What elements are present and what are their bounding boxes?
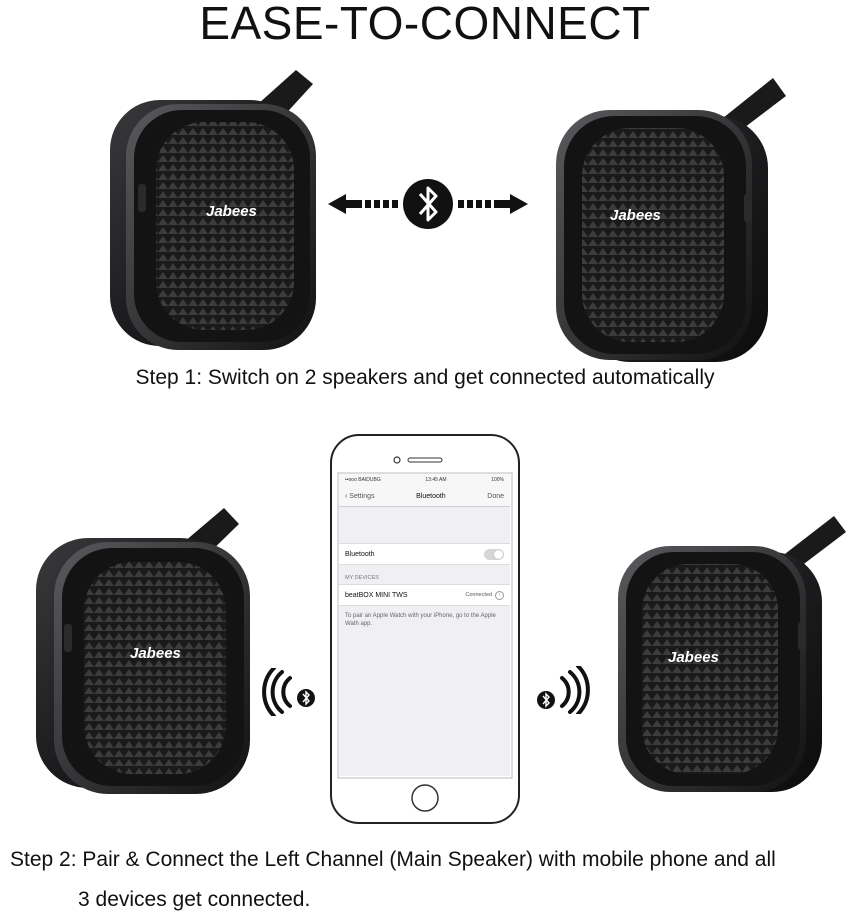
back-label: Settings (349, 492, 375, 500)
device-status: Connected (465, 592, 492, 598)
wifi-waves-icon (262, 668, 292, 716)
brand-logo: Jabees (610, 207, 661, 224)
wireless-left (262, 668, 316, 716)
done-button[interactable]: Done (487, 492, 504, 500)
arrow-right-icon (510, 194, 528, 214)
device-name: beatBOX MINI TWS (345, 591, 408, 599)
battery-text: 100% (491, 477, 504, 483)
arrow-left-icon (328, 194, 346, 214)
brand-logo: Jabees (206, 203, 257, 220)
brand-logo: Jabees (668, 649, 719, 666)
status-bar: ••ooo BAIDUBG 13:45 AM 100% (339, 474, 510, 486)
nav-title: Bluetooth (416, 492, 446, 500)
section-header: MY DEVICES (345, 575, 379, 581)
step-2-text-line1: Step 2: Pair & Connect the Left Channel … (10, 848, 776, 871)
bluetooth-toggle[interactable] (484, 548, 504, 560)
carrier-text: ••ooo BAIDUBG (345, 477, 381, 483)
wireless-right (534, 666, 590, 714)
speaker-top-left: Jabees (108, 64, 328, 354)
time-text: 13:45 AM (425, 477, 447, 483)
back-button[interactable]: ‹ Settings (345, 492, 375, 500)
pair-note: To pair an Apple Watch with your iPhone,… (345, 613, 496, 627)
speaker-bottom-left: Jabees (34, 506, 264, 796)
step-2-text-line2: 3 devices get connected. (78, 888, 311, 911)
bluetooth-row: Bluetooth (339, 543, 510, 565)
speaker-bottom-right: Jabees (612, 512, 848, 802)
home-button (411, 784, 439, 812)
pairing-arrows (328, 176, 528, 236)
brand-logo: Jabees (130, 645, 181, 662)
speaker-top-right: Jabees (548, 76, 788, 366)
nav-bar: ‹ Settings Bluetooth Done (339, 486, 510, 507)
wifi-waves-icon (560, 666, 590, 714)
page-title: EASE-TO-CONNECT (199, 0, 651, 49)
step-1-text: Step 1: Switch on 2 speakers and get con… (135, 366, 715, 389)
info-icon[interactable]: i (495, 590, 504, 600)
bluetooth-label: Bluetooth (345, 550, 375, 558)
phone-screen: ••ooo BAIDUBG 13:45 AM 100% ‹ Settings B… (339, 474, 510, 776)
